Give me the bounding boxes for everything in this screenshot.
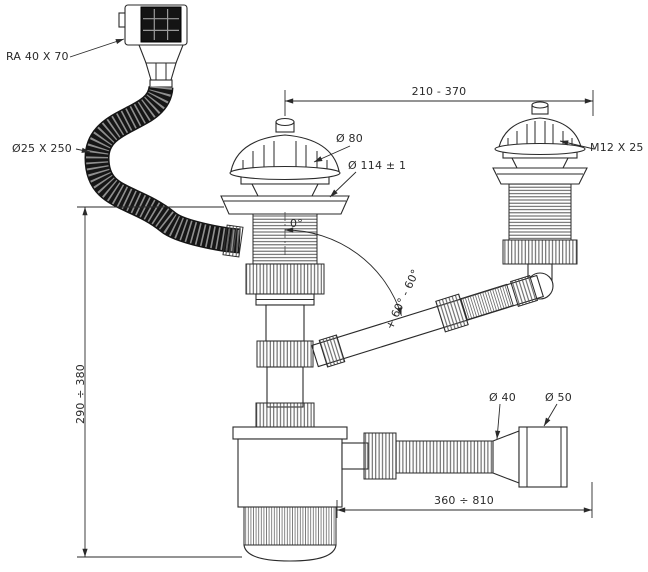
dimension-lines bbox=[69, 38, 595, 558]
branch-pipe bbox=[311, 272, 554, 368]
overflow-box bbox=[118, 4, 188, 88]
bottle-trap bbox=[232, 426, 397, 562]
hose-nut bbox=[222, 224, 244, 258]
label-outlet-small: Ø 40 bbox=[489, 391, 516, 404]
label-screw-size: M12 X 25 bbox=[590, 141, 644, 154]
label-cap-diameter: Ø 80 bbox=[336, 132, 363, 145]
overflow-hose bbox=[84, 84, 244, 258]
label-center-span: 210 - 370 bbox=[411, 85, 467, 98]
label-hose-size: Ø25 X 250 bbox=[12, 142, 72, 155]
label-zero-angle: 0° bbox=[290, 217, 303, 230]
label-outlet-large: Ø 50 bbox=[545, 391, 572, 404]
swivel-arc bbox=[284, 212, 402, 316]
label-length-range: 360 ÷ 810 bbox=[433, 494, 495, 507]
flexible-outlet bbox=[395, 426, 568, 488]
label-flange-diameter: Ø 114 ± 1 bbox=[348, 159, 407, 172]
left-strainer bbox=[220, 117, 350, 430]
right-strainer bbox=[492, 101, 588, 281]
label-overflow-size: RA 40 X 70 bbox=[6, 50, 69, 63]
label-height-range: 290 ÷ 380 bbox=[74, 363, 87, 424]
